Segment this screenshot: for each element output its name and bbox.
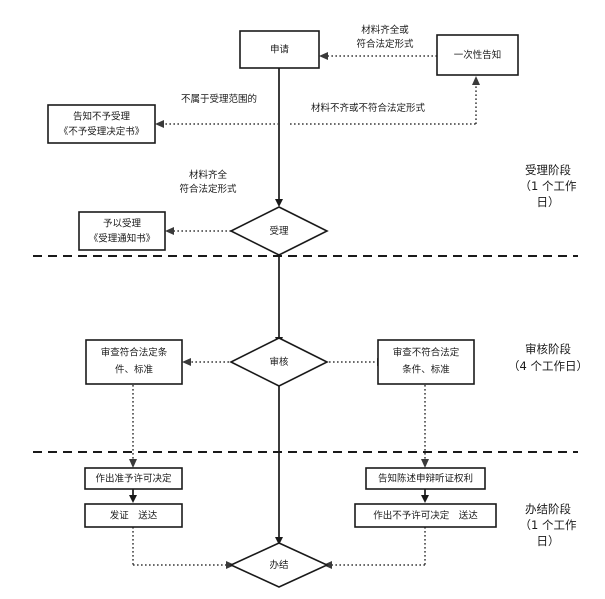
stage-label-accept-duration-2: 日） [537, 195, 560, 209]
node-one-time-notice[interactable]: 一次性告知 [436, 34, 519, 76]
arrowhead-review-to-complete [275, 537, 283, 545]
node-review-fail-line2: 条件、标准 [402, 364, 450, 376]
node-accept-notice-line2: 《受理通知书》 [89, 233, 156, 245]
node-accept[interactable]: 受理 [229, 206, 329, 256]
node-review-fail-box[interactable] [377, 339, 475, 385]
arrowhead-up-to-notice [472, 76, 480, 85]
stage-label-complete: 办结阶段 （1 个工作 日） [520, 502, 577, 548]
node-complete-label: 办结 [269, 559, 288, 571]
node-review-pass[interactable]: 审查符合法定条 件、标准 [85, 339, 183, 385]
arrowhead-fail-to-hearing [421, 459, 429, 468]
arrowhead-hearing-to-deny [421, 495, 429, 503]
arrowhead-apply-to-accept [275, 199, 283, 207]
node-accept-notice-line1: 予以受理 [103, 218, 142, 230]
arrowhead-accept-to-acceptnotice [165, 227, 174, 235]
arrowhead-apply-to-reject [155, 120, 164, 128]
node-review-diamond[interactable] [229, 337, 329, 387]
arrowhead-review-to-pass [182, 358, 191, 366]
node-reject-notice-box[interactable] [47, 104, 156, 144]
node-review-pass-box[interactable] [85, 339, 183, 385]
edge-label-group: 材料齐全或 符合法定形式 不属于受理范围的 材料不齐或不符合法定形式 材料齐全 … [179, 24, 425, 195]
node-reject-notice[interactable]: 告知不予受理 《不予受理决定书》 [47, 104, 156, 144]
stage-label-review-name: 审核阶段 [525, 342, 571, 356]
stage-label-complete-duration-1: （1 个工作 [520, 518, 577, 532]
node-hearing-rights-box[interactable] [365, 467, 486, 490]
node-reject-notice-line2: 《不予受理决定书》 [59, 126, 145, 138]
node-review[interactable]: 审核 [229, 337, 329, 387]
stage-divider-group [33, 254, 578, 454]
edge-label-materials-complete-line2: 符合法定形式 [179, 183, 237, 195]
dotted-connector-group [129, 52, 480, 569]
node-apply[interactable]: 申请 [239, 30, 320, 69]
edge-label-not-in-scope: 不属于受理范围的 [181, 93, 257, 105]
edge-label-materials-ok-line2: 符合法定形式 [356, 38, 414, 50]
node-one-time-notice-label: 一次性告知 [454, 49, 502, 61]
node-accept-diamond[interactable] [229, 206, 329, 256]
node-review-pass-line2: 件、标准 [115, 364, 154, 376]
edge-label-materials-ok-line1: 材料齐全或 [361, 24, 409, 36]
node-review-fail[interactable]: 审查不符合法定 条件、标准 [377, 339, 475, 385]
stage-label-accept: 受理阶段 （1 个工作 日） [520, 163, 577, 209]
arrowhead-permit-to-issue [129, 495, 137, 503]
node-review-fail-line1: 审查不符合法定 [393, 347, 460, 359]
node-permit-decision-box[interactable] [84, 467, 183, 490]
node-deny-decision[interactable]: 作出不予许可决定 送达 [354, 503, 497, 528]
node-accept-notice-box[interactable] [78, 211, 166, 251]
node-deny-decision-box[interactable] [354, 503, 497, 528]
edge-label-materials-complete-line1: 材料齐全 [189, 169, 228, 181]
node-hearing-rights[interactable]: 告知陈述申辩听证权利 [365, 467, 486, 490]
node-apply-box[interactable] [239, 30, 320, 69]
stage-label-complete-duration-2: 日） [537, 534, 560, 548]
node-review-label: 审核 [269, 356, 289, 368]
node-permit-decision-label: 作出准予许可决定 [95, 473, 172, 485]
stage-label-review-duration-1: （4 个工作日） [508, 359, 588, 373]
arrowhead-notice-to-apply [319, 52, 328, 60]
node-apply-label: 申请 [270, 44, 290, 56]
node-reject-notice-line1: 告知不予受理 [73, 111, 131, 123]
stage-label-accept-name: 受理阶段 [525, 163, 571, 177]
node-issue-deliver-box[interactable] [84, 503, 183, 528]
stage-label-accept-duration-1: （1 个工作 [520, 179, 577, 193]
node-issue-deliver-label: 发证 送达 [110, 510, 158, 522]
node-review-pass-line1: 审查符合法定条 [101, 347, 168, 359]
node-hearing-rights-label: 告知陈述申辩听证权利 [378, 473, 473, 485]
stage-label-complete-name: 办结阶段 [525, 502, 571, 516]
node-complete[interactable]: 办结 [229, 542, 329, 588]
node-issue-deliver[interactable]: 发证 送达 [84, 503, 183, 528]
node-accept-notice[interactable]: 予以受理 《受理通知书》 [78, 211, 166, 251]
arrowhead-pass-to-permit [129, 459, 137, 468]
node-deny-decision-label: 作出不予许可决定 送达 [373, 510, 478, 522]
node-complete-diamond[interactable] [229, 542, 329, 588]
stage-label-review: 审核阶段 （4 个工作日） [508, 342, 588, 373]
edge-label-materials-incomplete: 材料不齐或不符合法定形式 [311, 102, 426, 114]
node-permit-decision[interactable]: 作出准予许可决定 [84, 467, 183, 490]
node-accept-label: 受理 [269, 225, 289, 237]
node-one-time-notice-box[interactable] [436, 34, 519, 76]
